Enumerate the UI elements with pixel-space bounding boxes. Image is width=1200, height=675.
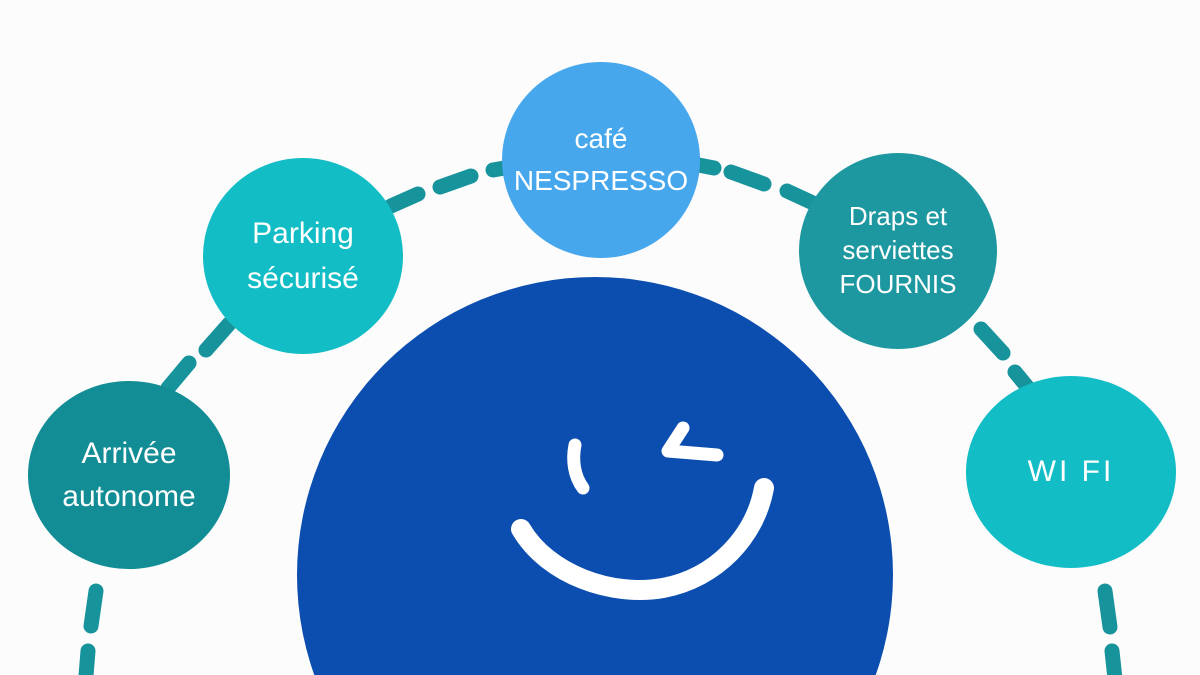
node-label-cafe-nespresso: café NESPRESSO <box>513 123 689 196</box>
dash-segment <box>723 164 772 192</box>
node-label-parking-securise: Parking sécurisé <box>247 217 359 295</box>
dash-segment <box>432 168 479 195</box>
dash-segment <box>383 186 426 214</box>
node-label-draps-serviettes-fournis: Draps et serviettes FOURNIS <box>839 201 957 299</box>
dash-segment <box>78 643 96 675</box>
node-cafe-nespresso: café NESPRESSO <box>502 62 700 258</box>
node-label-arrivee-autonome: Arrivée autonome <box>62 436 196 514</box>
node-parking-securise: Parking sécurisé <box>203 158 403 354</box>
dash-segment <box>160 355 197 396</box>
node-wifi: WI FI <box>966 376 1176 568</box>
dash-segment <box>1097 583 1118 635</box>
dash-segment <box>779 183 821 211</box>
dash-segment <box>973 321 1011 361</box>
dash-segment <box>198 316 237 358</box>
dash-segment <box>1104 643 1123 675</box>
dashed-connectors <box>78 155 1123 675</box>
dash-segment <box>83 583 104 634</box>
node-label-wifi: WI FI <box>1027 455 1115 489</box>
node-arrivee-autonome: Arrivée autonome <box>28 381 230 569</box>
node-draps-serviettes-fournis: Draps et serviettes FOURNIS <box>799 153 997 349</box>
